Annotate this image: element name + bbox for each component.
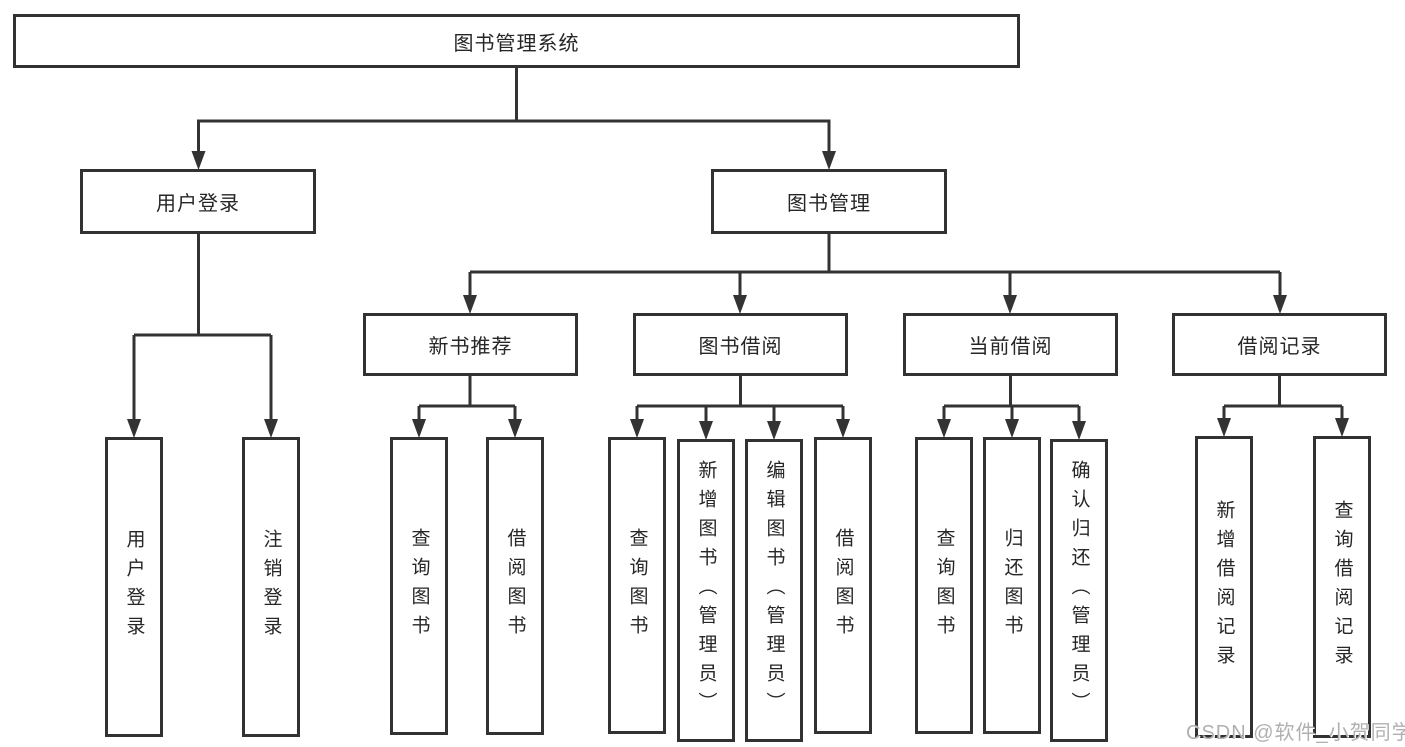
leaf-logout: 注销登录 [242,437,300,737]
node-label: 查询图书 [408,528,430,644]
leaf-query-book-3: 查询图书 [915,437,973,734]
leaf-confirm-return-admin: 确认归还（管理员） [1050,439,1108,742]
leaf-add-book-admin: 新增图书（管理员） [677,439,735,742]
node-borrow-record: 借阅记录 [1172,313,1387,376]
node-new-book-recommend: 新书推荐 [363,313,578,376]
leaf-query-book-1: 查询图书 [390,437,448,735]
node-label: 新书推荐 [428,336,513,358]
node-label: 查询借阅记录 [1331,500,1353,674]
node-label: 图书管理 [787,193,871,215]
node-label: 编辑图书（管理员） [763,460,785,721]
node-label: 当前借阅 [968,336,1053,358]
node-label: 新增借阅记录 [1213,500,1235,674]
node-label: 用户登录 [156,193,240,215]
node-root: 图书管理系统 [13,14,1020,68]
node-label: 确认归还（管理员） [1068,460,1090,721]
node-label: 图书借阅 [698,336,783,358]
leaf-query-borrow-record: 查询借阅记录 [1313,436,1371,738]
leaf-user-login: 用户登录 [105,437,163,737]
node-book-management: 图书管理 [711,169,947,234]
node-label: 查询图书 [626,527,648,644]
node-current-borrow: 当前借阅 [903,313,1118,376]
csdn-watermark: CSDN @软件_小贺同学 [1186,722,1405,744]
node-label: 新增图书（管理员） [695,460,717,721]
leaf-borrow-book-2: 借阅图书 [814,437,872,734]
node-book-borrow: 图书借阅 [633,313,848,376]
node-label: 用户登录 [123,529,145,645]
leaf-borrow-book-1: 借阅图书 [486,437,544,735]
node-label: 归还图书 [1001,527,1023,644]
node-label: 借阅图书 [504,528,526,644]
leaf-query-book-2: 查询图书 [608,437,666,734]
node-label: 图书管理系统 [453,32,580,55]
leaf-edit-book-admin: 编辑图书（管理员） [745,439,803,742]
node-label: 注销登录 [260,529,282,645]
node-user-login: 用户登录 [80,169,316,234]
node-label: 借阅图书 [832,527,854,644]
node-label: 借阅记录 [1237,336,1322,358]
node-label: 查询图书 [933,527,955,644]
leaf-add-borrow-record: 新增借阅记录 [1195,436,1253,738]
leaf-return-book: 归还图书 [983,437,1041,734]
